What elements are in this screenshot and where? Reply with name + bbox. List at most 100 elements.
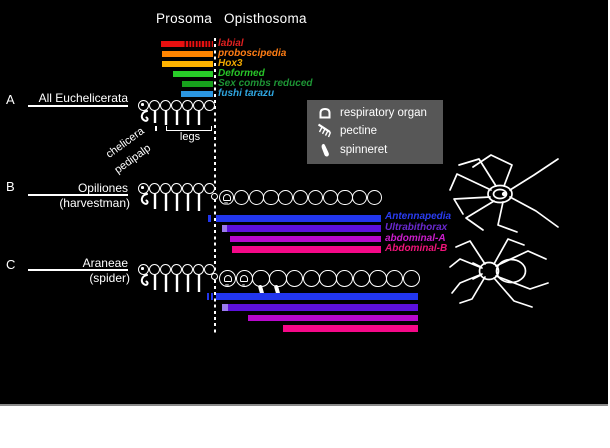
segment-circle (138, 183, 150, 195)
proboscipedia-label: proboscipedia (218, 48, 287, 59)
segment-circle (235, 270, 254, 288)
row-c-prosoma-segments (138, 264, 216, 276)
proboscipedia-bar (162, 51, 213, 57)
row-a-letter: A (6, 92, 15, 107)
row-a-appendages (140, 110, 201, 125)
prosoma-opisthosoma-divider (214, 38, 216, 333)
sex-combs-reduced-bar (182, 81, 213, 87)
prosoma-header: Prosoma (156, 11, 213, 26)
labial-bar-striped (183, 41, 213, 47)
segment-circle (219, 190, 235, 206)
spinneret-icon (316, 143, 333, 158)
harvestman-drawing (449, 154, 559, 233)
labial-bar (161, 41, 183, 47)
segment-circle (352, 190, 368, 206)
abdominal-a-bar (230, 236, 381, 242)
segment-circle (285, 270, 304, 288)
segment-circle (319, 270, 337, 288)
pregenital-segment (211, 193, 218, 200)
row-b-appendages (140, 193, 201, 211)
eye-icon (141, 103, 144, 106)
opisthosoma-header: Opisthosoma (224, 11, 307, 26)
ultrabithorax-label: Ultrabithorax (385, 222, 448, 233)
pectine-icon (316, 123, 333, 138)
legs-bracket (166, 126, 212, 131)
respiratory-organ-icon (316, 107, 333, 119)
legend-box: respiratory organ pectine spinneret (307, 100, 443, 164)
legs-label: legs (179, 131, 201, 143)
segment-circle (219, 270, 237, 288)
eye-icon (141, 186, 144, 189)
segment-circle (292, 190, 309, 206)
segment-circle (278, 190, 294, 206)
segment-circle (233, 190, 249, 206)
antennapedia-label: Antennapedia (385, 211, 452, 222)
chelicera-hook (140, 110, 149, 122)
segment-circle (352, 270, 371, 288)
figure-panel: Prosoma Opisthosoma labial proboscipedia… (0, 0, 608, 406)
row-b-letter: B (6, 179, 15, 194)
spider-drawing (449, 238, 549, 308)
segment-circle (402, 270, 421, 288)
segment-circle (204, 264, 216, 276)
abdominal-a-bar (248, 315, 418, 321)
ultrabithorax-bar (228, 304, 418, 311)
segment-circle (204, 100, 216, 112)
row-c-letter: C (6, 257, 16, 272)
segment-circle (322, 190, 338, 206)
segment-circle (252, 270, 270, 295)
antennapedia-pre-mark (207, 293, 209, 300)
deformed-bar (173, 71, 213, 77)
fushi-tarazu-label: fushi tarazu (218, 88, 275, 99)
abdominal-a-label: abdominal-A (385, 233, 446, 244)
segment-circle (269, 270, 287, 295)
legend-label: respiratory organ (340, 106, 427, 119)
segment-circle (337, 190, 353, 206)
segment-circle (138, 100, 150, 112)
abdominal-b-bar (283, 325, 418, 332)
row-b-taxon: Opiliones (77, 181, 128, 195)
row-c-taxon: Araneae (82, 256, 128, 270)
fushi-tarazu-bar (181, 91, 213, 97)
row-c-appendages (140, 274, 201, 292)
hox3-bar (162, 61, 213, 67)
deformed-label: Deformed (218, 68, 265, 79)
segment-circle (386, 270, 404, 288)
segment-circle (248, 190, 264, 206)
abdominal-b-label: Abdominal-B (385, 243, 448, 254)
respiratory-organ-icon (223, 274, 232, 285)
segment-circle (302, 270, 320, 288)
segment-circle (307, 190, 323, 206)
segment-circle (335, 270, 354, 288)
segment-circle (138, 264, 150, 276)
abdominal-b-bar (232, 246, 381, 253)
segment-circle (366, 190, 383, 206)
pregenital-segment (211, 273, 218, 280)
row-b-common-name: (harvestman) (59, 196, 130, 210)
hox3-label: Hox3 (218, 58, 243, 69)
row-a-taxon-line (28, 105, 128, 107)
row-c-opisthosoma-segments (219, 270, 421, 295)
respiratory-organ-icon (222, 193, 231, 204)
respiratory-organ-icon (240, 274, 249, 285)
row-b-opisthosoma-segments (219, 190, 383, 206)
sex-combs-reduced-label: Sex combs reduced (218, 78, 313, 89)
antennapedia-bar (216, 215, 381, 222)
segment-circle (369, 270, 387, 288)
segment-circle (204, 183, 216, 195)
legend-item-pectine: pectine (307, 123, 443, 138)
antennapedia-bar (216, 293, 418, 300)
legend-item-spinneret: spinneret (307, 143, 443, 158)
ultrabithorax-pre-mark (222, 304, 228, 311)
pedipalp-pointer (155, 126, 157, 131)
antennapedia-pre-mark (210, 293, 213, 300)
ultrabithorax-pre-mark (222, 225, 227, 232)
row-c-common-name: (spider) (89, 271, 130, 285)
legend-label: pectine (340, 124, 378, 137)
eye-icon (141, 267, 144, 270)
legend-label: spinneret (340, 144, 388, 156)
labial-label: labial (218, 38, 244, 49)
row-c-taxon-line (28, 269, 128, 271)
ultrabithorax-bar (227, 225, 381, 232)
